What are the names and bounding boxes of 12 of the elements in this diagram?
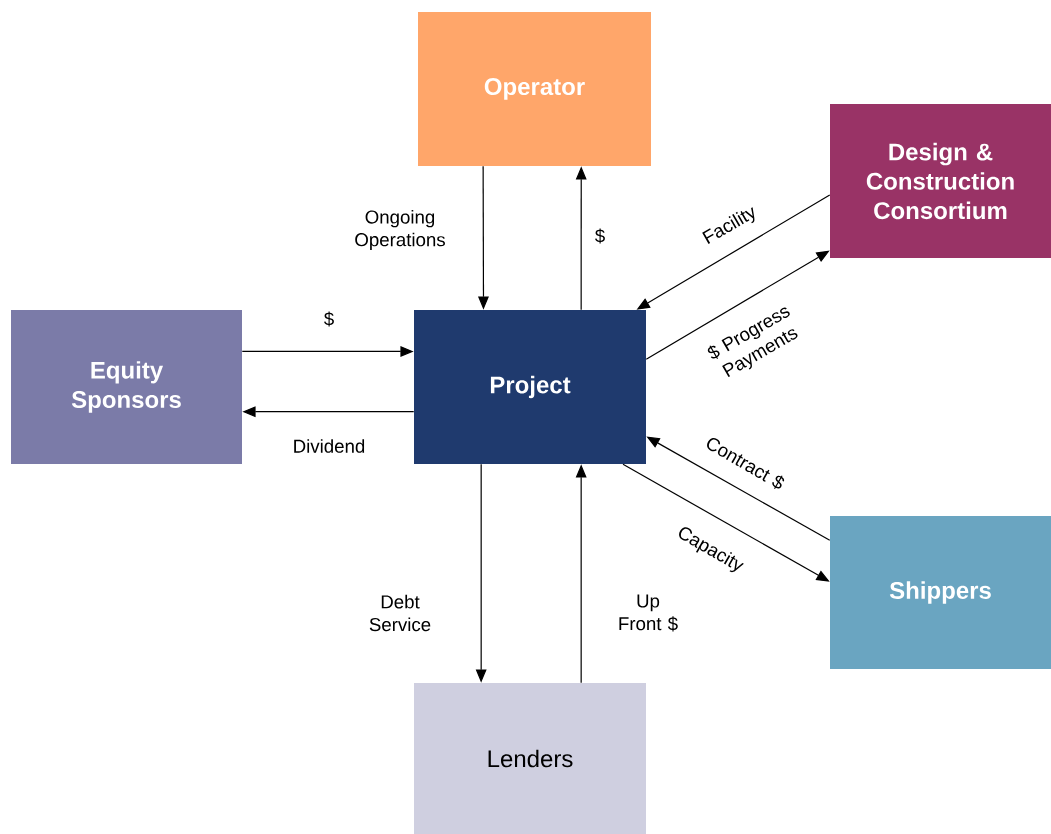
party-box: Design & Construction Consortium <box>830 104 1051 258</box>
edge-label: $ <box>595 228 605 244</box>
party-box: Equity Sponsors <box>11 310 242 464</box>
party-box: Shippers <box>830 516 1051 669</box>
party-box: Lenders <box>414 683 646 834</box>
edge-label: Up Front $ <box>619 594 678 632</box>
edge-label: Dividend <box>294 439 365 453</box>
party-box: Project <box>414 310 646 464</box>
edge-label: Debt Service <box>369 594 431 632</box>
party-box: Operator <box>418 12 651 166</box>
edge-label: Ongoing Operations <box>355 209 445 250</box>
edge-label: $ <box>324 311 334 327</box>
